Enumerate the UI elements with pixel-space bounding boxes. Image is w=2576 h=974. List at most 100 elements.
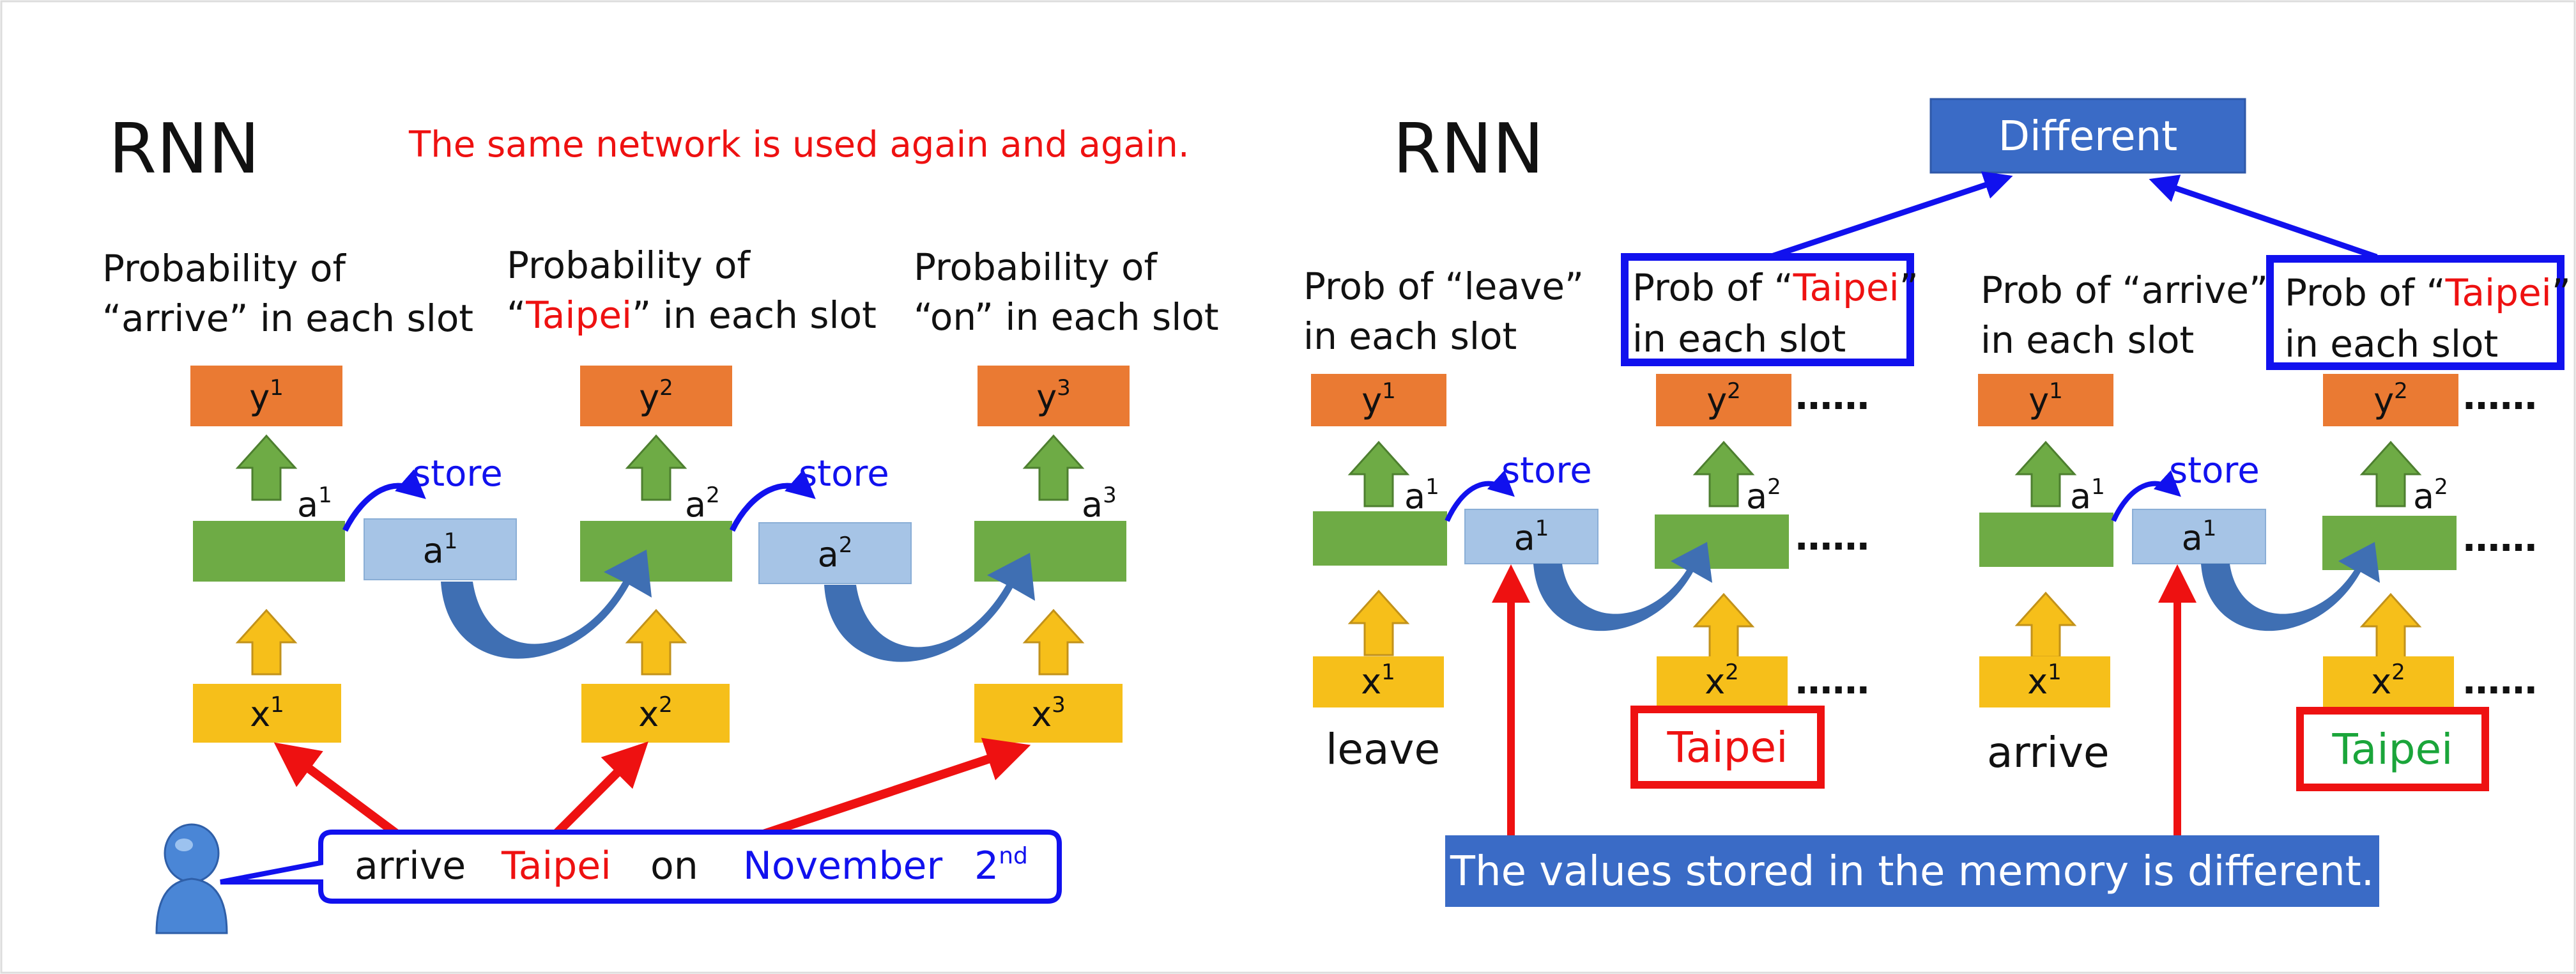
right-panel: RNN Different Prob of “leave” in each sl…: [1303, 98, 2571, 907]
word-taipei-green: Taipei: [2331, 725, 2453, 774]
right-hidden-box-1: [1313, 511, 1447, 566]
prob-label-1-line2: “arrive” in each slot: [102, 297, 473, 340]
right-up-yellow-4: [2361, 593, 2421, 660]
right-input-x1-a: [1313, 656, 1444, 707]
prob-label-3-line1: Probability of: [914, 245, 1158, 289]
output-box-y2: [580, 366, 732, 426]
right-store-label-2: store: [2169, 450, 2260, 491]
right-output-y1-b: [1978, 374, 2113, 426]
right-store-arrow-2: [2111, 470, 2181, 522]
right-memory-a1-label-1: a1: [1514, 516, 1549, 558]
right-hidden-a1-label: a1: [1404, 474, 1439, 516]
different-arrow-left: [1768, 171, 2013, 260]
memory-curve-arrow-2: [824, 553, 1035, 662]
right-input-x1-b-label: x1: [2027, 660, 2062, 702]
dots-4: ……: [2463, 516, 2537, 560]
up-arrow-yellow-1: [236, 609, 296, 676]
store-label-1: store: [412, 453, 503, 495]
memory-banner-text: The values stored in the memory is diffe…: [1450, 848, 2374, 895]
right-input-x2-a: [1657, 656, 1788, 707]
right-hidden-a2-label: a2: [1746, 474, 1781, 516]
output-y3-label: y3: [1036, 375, 1071, 417]
prob-label-2-line1: Probability of: [507, 244, 751, 287]
different-box: [1929, 98, 2246, 174]
up-arrow-green-1: [236, 435, 296, 501]
hidden-a1-label: a1: [297, 483, 332, 525]
right-input-x2-b-label: x2: [2371, 660, 2405, 702]
prob-leave-line1: Prob of “leave”: [1303, 265, 1584, 308]
prob-taipei-2-line1: Prob of “Taipei”: [2285, 271, 2571, 314]
input-x1-label: x1: [250, 692, 284, 734]
prob-taipei-1-line2: in each slot: [1632, 317, 1846, 360]
prob-label-1-line1: Probability of: [102, 247, 347, 290]
memory-a1-label: a1: [423, 529, 458, 571]
right-memory-box-1: [1464, 509, 1598, 564]
store-label-2: store: [799, 453, 889, 495]
dots-5: ……: [1795, 659, 1869, 702]
hidden-a3-label: a3: [1082, 483, 1117, 525]
sentence-word-2nd: 2nd: [974, 843, 1028, 888]
right-up-green-1: [1349, 441, 1409, 507]
taipei-box-red: [1630, 706, 1825, 789]
prob-leave-line2: in each slot: [1303, 314, 1517, 358]
right-input-x1-b: [1979, 656, 2110, 707]
word-taipei-red: Taipei: [1666, 723, 1788, 772]
left-panel: RNN The same network is used again and a…: [102, 109, 1219, 934]
right-hidden-box-3: [1979, 513, 2113, 567]
output-y2-label: y2: [639, 375, 673, 417]
right-memory-a1-label-2: a1: [2182, 516, 2217, 558]
prob-taipei-box-1: [1621, 253, 1914, 366]
output-box-y1: [190, 366, 342, 426]
output-y1-label: y1: [249, 375, 284, 417]
memory-box-a1: [364, 518, 517, 580]
right-output-y2-a: [1656, 374, 1791, 426]
hidden-box-1: [193, 521, 345, 582]
right-output-y1-a: [1311, 374, 1446, 426]
memory-box-a2: [758, 522, 912, 584]
hidden-a2-label: a2: [685, 483, 720, 525]
right-up-green-3: [2016, 441, 2076, 507]
memory-banner: [1445, 835, 2379, 907]
up-arrow-yellow-3: [1023, 609, 1084, 676]
taipei-box-green: [2296, 707, 2489, 791]
up-arrow-yellow-2: [626, 609, 686, 676]
word-leave: leave: [1326, 725, 1440, 774]
right-input-x2-a-label: x2: [1705, 660, 1739, 702]
right-output-y1-b-label: y1: [2028, 378, 2063, 421]
prob-taipei-box-2: [2266, 255, 2564, 370]
right-up-yellow-2: [1694, 593, 1754, 660]
up-arrow-green-3: [1023, 435, 1084, 501]
prob-arrive-line2: in each slot: [1981, 318, 2194, 362]
right-up-green-2: [1694, 441, 1754, 507]
right-up-green-4: [2361, 441, 2421, 507]
right-hidden-a4-label: a2: [2413, 474, 2448, 516]
input-box-x2: [581, 684, 730, 743]
right-hidden-a3-label: a1: [2070, 474, 2105, 516]
right-store-arrow-1: [1445, 470, 1515, 522]
input-x2-label: x2: [638, 692, 673, 734]
right-input-x1-a-label: x1: [1361, 660, 1395, 702]
memory-curve-arrow-1: [441, 550, 652, 659]
prob-taipei-2-line2: in each slot: [2285, 322, 2498, 366]
right-memory-curve-2: [2201, 542, 2380, 631]
sentence-bubble: [220, 830, 1062, 904]
sentence-word-taipei: Taipei: [501, 844, 611, 888]
sentence-word-arrive: arrive: [355, 844, 466, 888]
memory-a2-label: a2: [818, 532, 853, 575]
dots-3: ……: [1795, 515, 1869, 559]
different-arrow-right: [2149, 174, 2378, 260]
prob-label-2-line2: “Taipei” in each slot: [507, 293, 877, 337]
right-memory-box-2: [2132, 509, 2266, 564]
up-arrow-green-2: [626, 435, 686, 501]
right-output-y2-b-label: y2: [2373, 378, 2408, 421]
store-arrow-2: [729, 469, 816, 532]
right-output-y2-a-label: y2: [1706, 378, 1741, 421]
right-input-x2-b: [2323, 656, 2454, 707]
hidden-box-2: [580, 521, 732, 582]
right-output-y2-b: [2323, 374, 2458, 426]
dots-2: ……: [2463, 375, 2537, 418]
right-memory-curve-1: [1533, 542, 1712, 631]
sentence-word-on: on: [650, 844, 698, 888]
left-caption: The same network is used again and again…: [408, 124, 1190, 166]
